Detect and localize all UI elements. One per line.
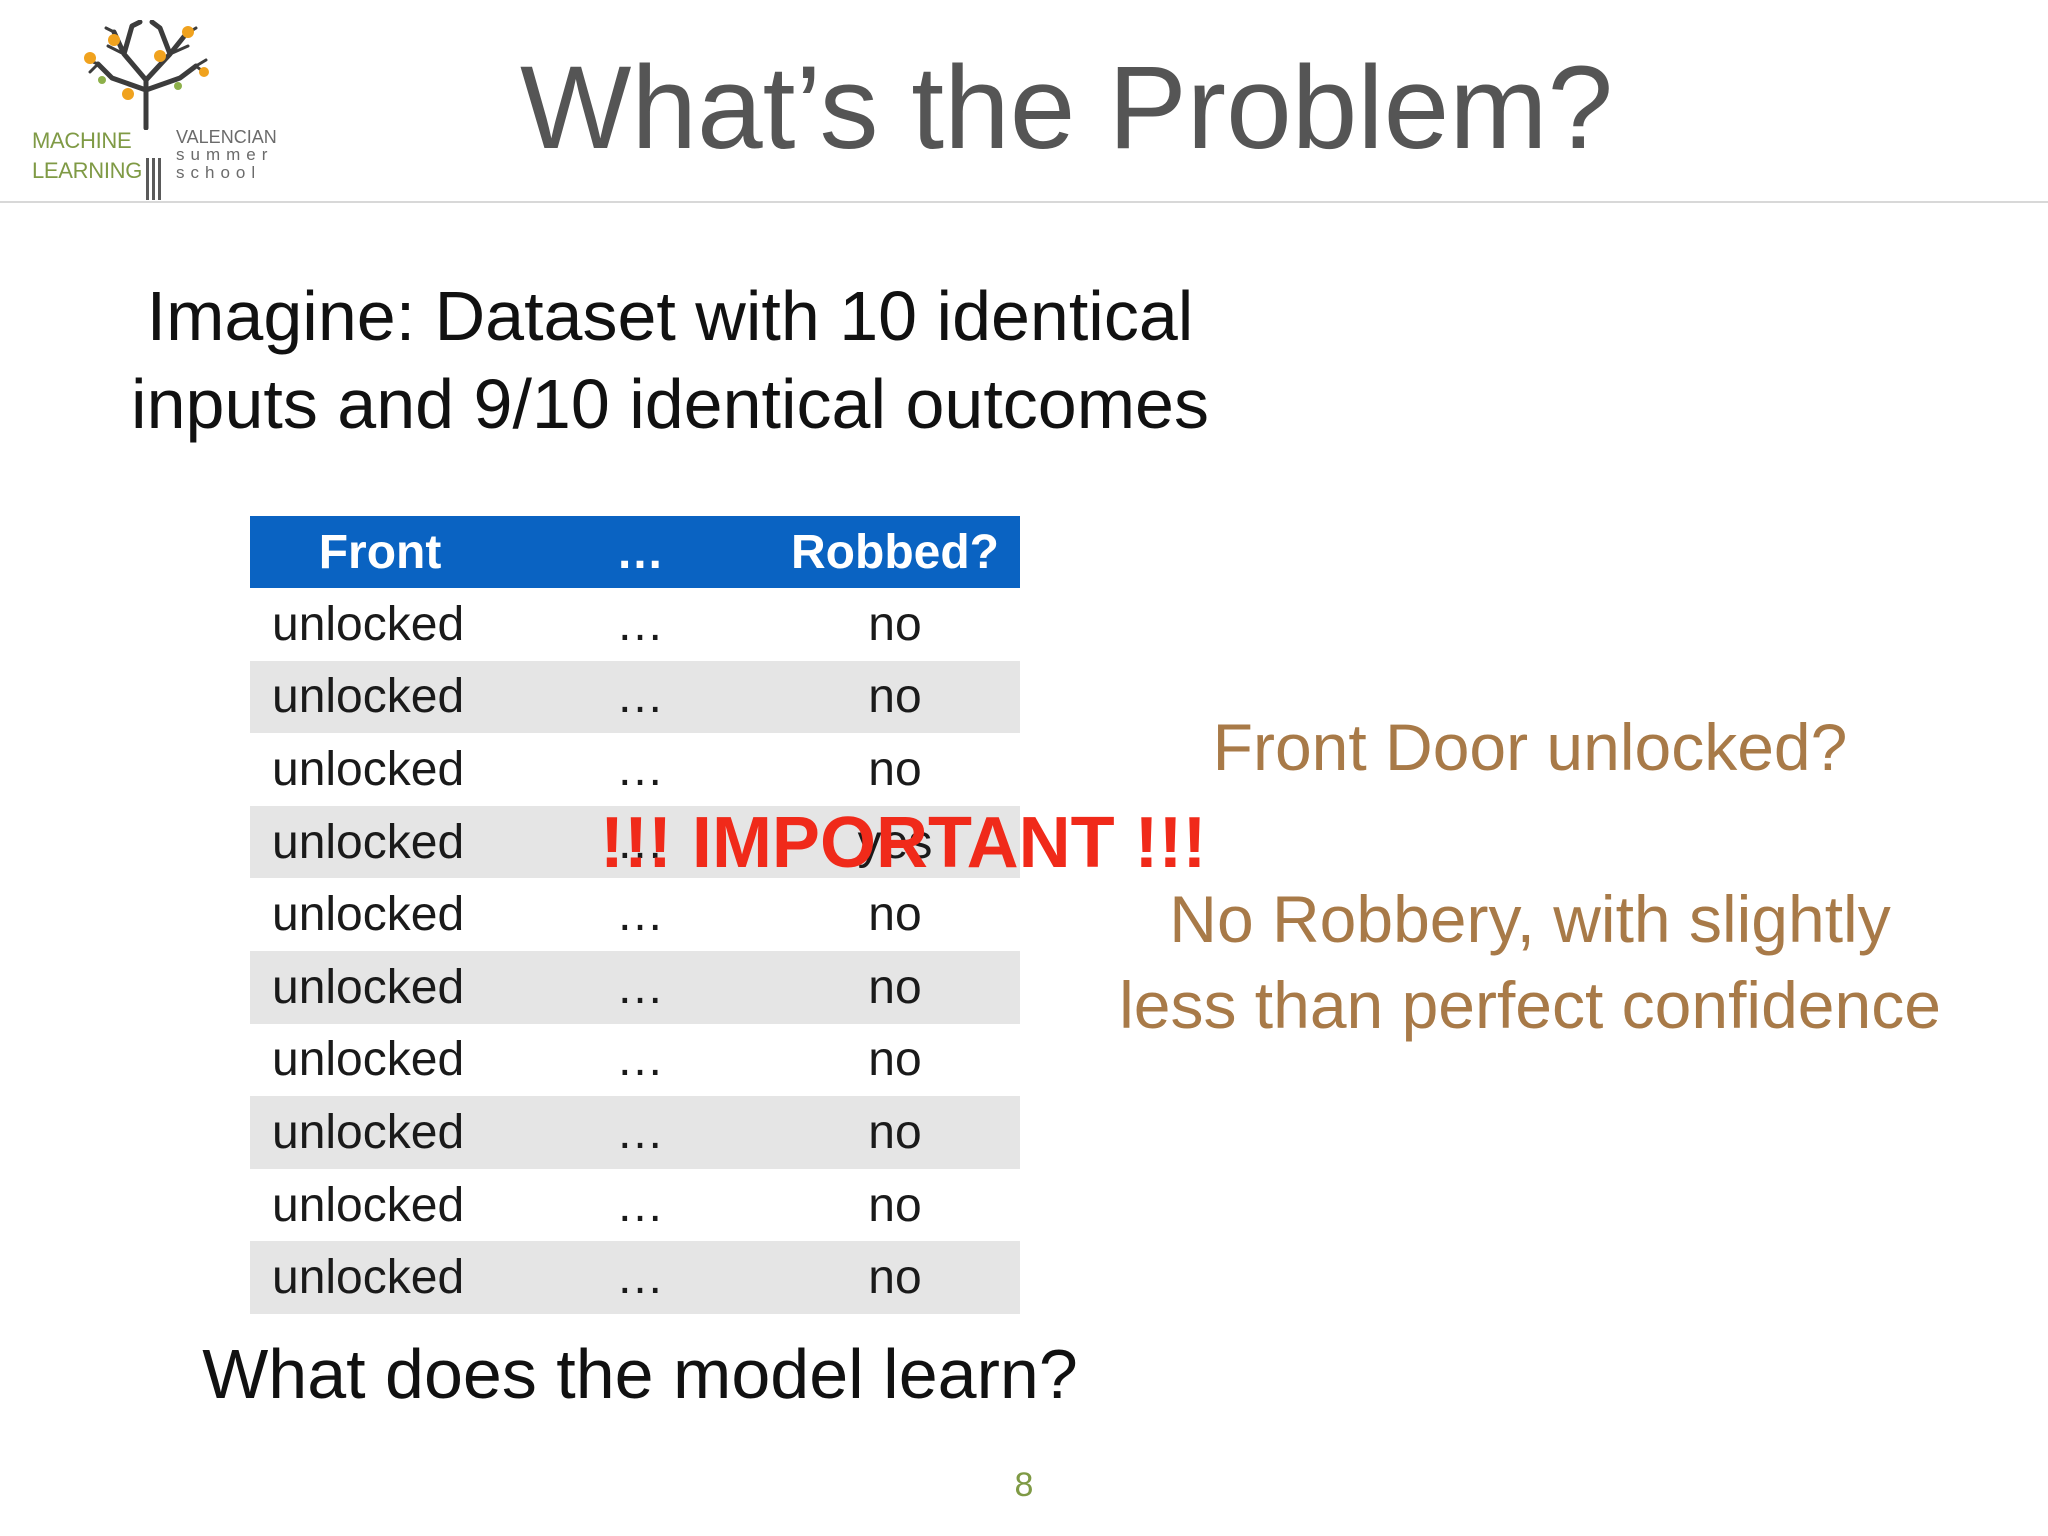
table-row: unlocked … no [250, 1241, 1020, 1314]
table-row: unlocked … no [250, 1169, 1020, 1242]
header-front: Front [318, 525, 442, 579]
tree-logo-icon [84, 20, 209, 130]
cell-robbed: no [868, 1033, 922, 1087]
table-row: unlocked … no [250, 733, 1020, 806]
cell-robbed: no [868, 742, 922, 796]
cell-ellipsis: … [616, 888, 664, 942]
intro-text: Imagine: Dataset with 10 identical input… [80, 272, 1260, 448]
page-number: 8 [1014, 1466, 1034, 1504]
cell-robbed: no [868, 597, 922, 651]
side-answer: No Robbery, with slightly less than perf… [1080, 876, 1980, 1048]
logo-summer-text: summer [176, 145, 274, 164]
intro-line-1: Imagine: Dataset with 10 identical [146, 277, 1194, 355]
header-ellipsis: … [616, 525, 664, 579]
logo-valencian-text: VALENCIAN [176, 127, 277, 147]
cell-robbed: no [868, 1178, 922, 1232]
table-row: unlocked … no [250, 660, 1020, 734]
header-robbed: Robbed? [791, 525, 999, 579]
table-header-row: Front … Robbed? [250, 516, 1020, 588]
cell-front: unlocked [272, 670, 465, 724]
cell-robbed: no [868, 1251, 922, 1305]
table-row: unlocked … no [250, 950, 1020, 1024]
cell-robbed: yes [857, 815, 933, 869]
cell-front: unlocked [272, 960, 465, 1014]
cell-front: unlocked [272, 742, 465, 796]
cell-ellipsis: … [616, 815, 664, 869]
table-row: unlocked … no [250, 1096, 1020, 1169]
cell-ellipsis: … [616, 960, 664, 1014]
cell-front: unlocked [272, 1178, 465, 1232]
table-row: unlocked … yes [250, 805, 1020, 879]
cell-robbed: no [868, 1105, 922, 1159]
important-overlay: !!! IMPORTANT !!! [600, 803, 1207, 883]
intro-line-2: inputs and 9/10 identical outcomes [131, 365, 1209, 443]
dataset-table: Front … Robbed? unlocked … no unlocked …… [250, 516, 1020, 1314]
logo-machine-text: MACHINE [32, 128, 132, 153]
cell-ellipsis: … [616, 1033, 664, 1087]
side-question: Front Door unlocked? [1212, 710, 1848, 784]
cell-front: unlocked [272, 1105, 465, 1159]
school-logo: MACHINE LEARNING VALENCIAN summer school [28, 20, 298, 200]
slide-title: What’s the Problem? [520, 42, 1614, 174]
table-row: unlocked … no [250, 1024, 1020, 1097]
cell-ellipsis: … [616, 1251, 664, 1305]
cell-front: unlocked [272, 1033, 465, 1087]
cell-robbed: no [868, 960, 922, 1014]
cell-ellipsis: … [616, 1178, 664, 1232]
cell-ellipsis: … [616, 670, 664, 724]
cell-ellipsis: … [616, 1105, 664, 1159]
logo-learning-text: LEARNING [32, 158, 143, 183]
table-row: unlocked … no [250, 588, 1020, 661]
cell-ellipsis: … [616, 742, 664, 796]
logo-school-text: school [176, 163, 262, 182]
logo-bars-icon [146, 158, 161, 200]
cell-front: unlocked [272, 1251, 465, 1305]
logo-text-left: MACHINE LEARNING [32, 126, 142, 186]
cell-front: unlocked [272, 888, 465, 942]
cell-robbed: no [868, 670, 922, 724]
table-row: unlocked … no [250, 878, 1020, 951]
side-answer-line-2: less than perfect confidence [1119, 968, 1941, 1042]
cell-robbed: no [868, 888, 922, 942]
logo-text-right: VALENCIAN summer school [176, 128, 277, 182]
cell-front: unlocked [272, 597, 465, 651]
cell-ellipsis: … [616, 597, 664, 651]
side-answer-line-1: No Robbery, with slightly [1169, 882, 1891, 956]
bottom-question: What does the model learn? [202, 1335, 1078, 1413]
slide-header: MACHINE LEARNING VALENCIAN summer school… [0, 0, 2048, 203]
cell-front: unlocked [272, 815, 465, 869]
